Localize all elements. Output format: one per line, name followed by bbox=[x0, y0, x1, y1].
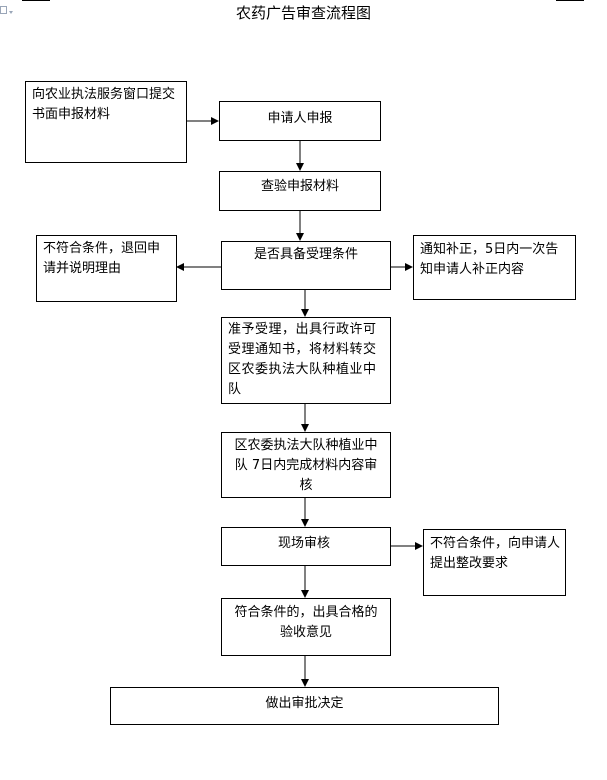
site-review-box: 现场审核 bbox=[221, 527, 391, 566]
check-materials-box: 查验申报材料 bbox=[219, 171, 381, 211]
reject-return-box: 不符合条件，退回申请并说明理由 bbox=[36, 235, 177, 302]
top-border-line bbox=[22, 0, 50, 1]
rectify-request-box: 不符合条件，向申请人提出整改要求 bbox=[423, 529, 566, 596]
top-border-line bbox=[556, 0, 584, 1]
applicant-apply-box: 申请人申报 bbox=[219, 101, 381, 141]
submit-materials-box: 向农业执法服务窗口提交书面申报材料 bbox=[25, 81, 187, 163]
acceptance-condition-box: 是否具备受理条件 bbox=[221, 241, 391, 290]
approval-decision-box: 做出审批决定 bbox=[110, 687, 499, 725]
accept-transfer-box: 准予受理，出具行政许可受理通知书，将材料转交区农委执法大队种植业中队 bbox=[221, 317, 391, 404]
page-title: 农药广告审查流程图 bbox=[235, 4, 371, 22]
corner-mark bbox=[0, 6, 13, 14]
content-review-box: 区农委执法大队种植业中队 7日内完成材料内容审核 bbox=[221, 432, 391, 498]
acceptance-opinion-box: 符合条件的，出具合格的验收意见 bbox=[221, 598, 391, 656]
supplement-notice-box: 通知补正，5日内一次告知申请人补正内容 bbox=[413, 235, 576, 300]
